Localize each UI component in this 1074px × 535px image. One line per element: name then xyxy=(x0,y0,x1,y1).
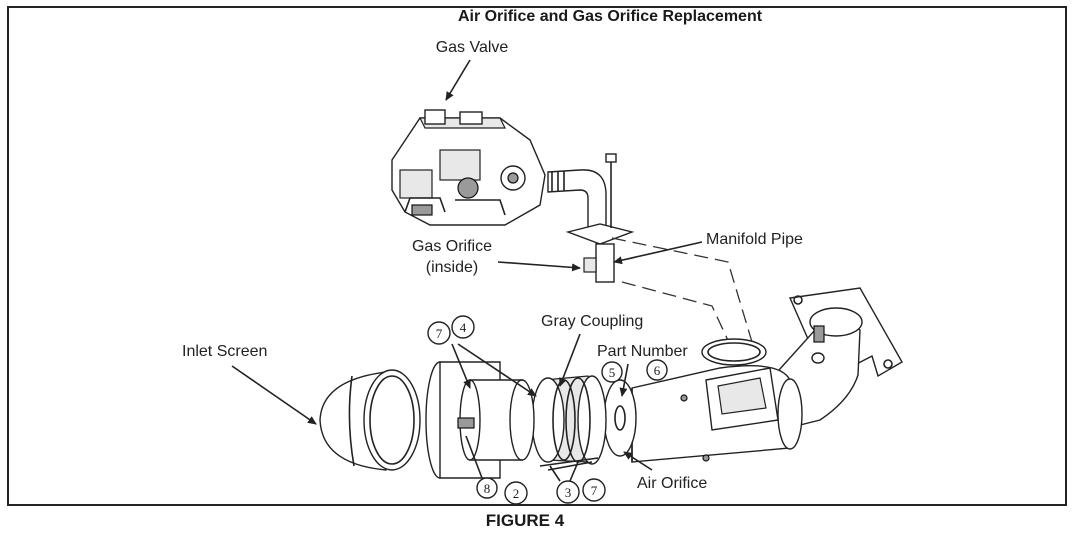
figure-caption: FIGURE 4 xyxy=(485,511,565,530)
air-orifice-plate xyxy=(603,379,637,457)
callout-4: 4 xyxy=(451,315,475,339)
gas-valve xyxy=(391,109,546,226)
callout-6: 6 xyxy=(646,359,668,381)
svg-text:8: 8 xyxy=(484,481,491,496)
figure-title: Air Orifice and Gas Orifice Replacement xyxy=(457,8,763,25)
gas-orifice-label: Gas Orifice xyxy=(412,238,492,255)
callout-8: 8 xyxy=(476,477,498,499)
air-orifice-label: Air Orifice xyxy=(637,475,707,492)
svg-text:7: 7 xyxy=(436,326,443,341)
svg-text:3: 3 xyxy=(565,485,572,500)
gray-coupling-label: Gray Coupling xyxy=(541,313,643,330)
air-inlet-cylinder xyxy=(425,361,535,479)
manifold-pipe-label: Manifold Pipe xyxy=(706,231,803,248)
gas-valve-label: Gas Valve xyxy=(436,39,509,56)
callout-5: 5 xyxy=(601,361,623,383)
gas-orifice-sublabel: (inside) xyxy=(426,259,478,276)
alignment-line-1 xyxy=(611,237,753,343)
svg-text:5: 5 xyxy=(609,365,616,380)
svg-text:6: 6 xyxy=(654,363,661,378)
callout-3: 3 xyxy=(556,480,580,504)
part-number-label: Part Number xyxy=(597,343,688,360)
callout-2: 2 xyxy=(504,481,528,505)
svg-text:4: 4 xyxy=(460,320,467,335)
elbow-assembly xyxy=(769,287,903,431)
svg-text:7: 7 xyxy=(591,483,598,498)
gray-coupling-part xyxy=(531,375,607,471)
callout-7-bottom: 7 xyxy=(582,478,606,502)
inlet-screen-part xyxy=(319,369,421,471)
inlet-screen-label: Inlet Screen xyxy=(182,343,267,360)
manifold-pipe xyxy=(547,153,635,283)
venturi-tube xyxy=(631,365,803,463)
svg-text:2: 2 xyxy=(513,486,520,501)
callout-7-top: 7 xyxy=(427,321,451,345)
